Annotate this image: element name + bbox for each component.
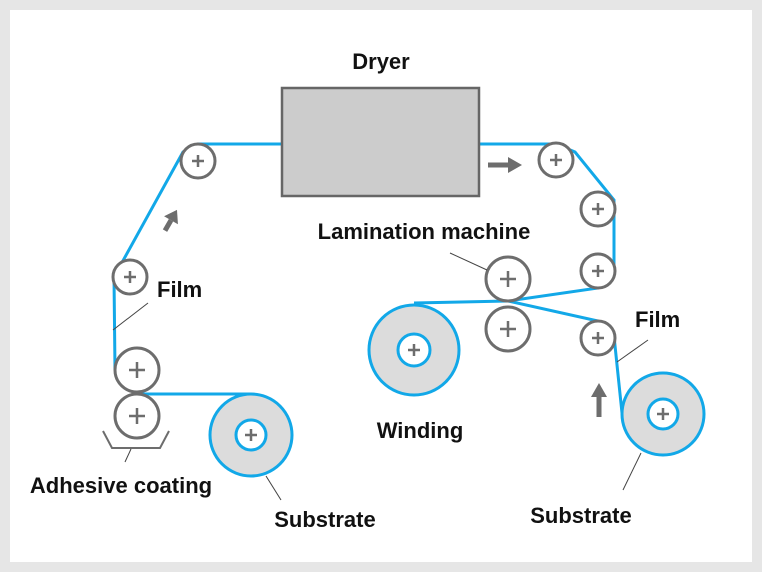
film-path-left	[112, 142, 616, 371]
plus-icon	[500, 321, 516, 337]
plus-icon	[124, 271, 136, 283]
roller	[484, 305, 532, 353]
substrate-roll-right	[620, 371, 706, 457]
substrate-label-right: Substrate	[530, 503, 631, 528]
roller	[579, 190, 617, 228]
film-label-left: Film	[157, 277, 202, 302]
plus-icon	[592, 332, 604, 344]
film-label-right: Film	[635, 307, 680, 332]
roller	[113, 392, 161, 440]
arrow-up-icon	[591, 383, 607, 417]
plus-icon	[500, 271, 516, 287]
plus-icon	[129, 408, 145, 424]
adhesive-coating-label: Adhesive coating	[30, 473, 212, 498]
dryer-label: Dryer	[352, 49, 410, 74]
plus-icon	[592, 265, 604, 277]
roller	[579, 319, 617, 357]
roller	[111, 258, 149, 296]
plus-icon	[592, 203, 604, 215]
roller	[113, 346, 161, 394]
rollers	[111, 141, 617, 440]
lamination-machine-label: Lamination machine	[318, 219, 531, 244]
winding-label: Winding	[377, 418, 464, 443]
dryer-box	[280, 86, 481, 198]
roller	[579, 252, 617, 290]
roller	[179, 142, 217, 180]
arrow-up-right-icon	[162, 209, 178, 232]
plus-icon	[550, 154, 562, 166]
leader-lines	[112, 252, 649, 501]
plus-icon	[129, 362, 145, 378]
arrow-right-icon	[488, 157, 522, 173]
substrate-label-left: Substrate	[274, 507, 375, 532]
substrate-roll-left	[208, 392, 294, 478]
arrows	[162, 157, 607, 417]
winding-roll	[367, 303, 461, 397]
plus-icon	[192, 155, 204, 167]
adhesive-coating-tray	[102, 430, 170, 449]
roller	[537, 141, 575, 179]
roller	[484, 255, 532, 303]
